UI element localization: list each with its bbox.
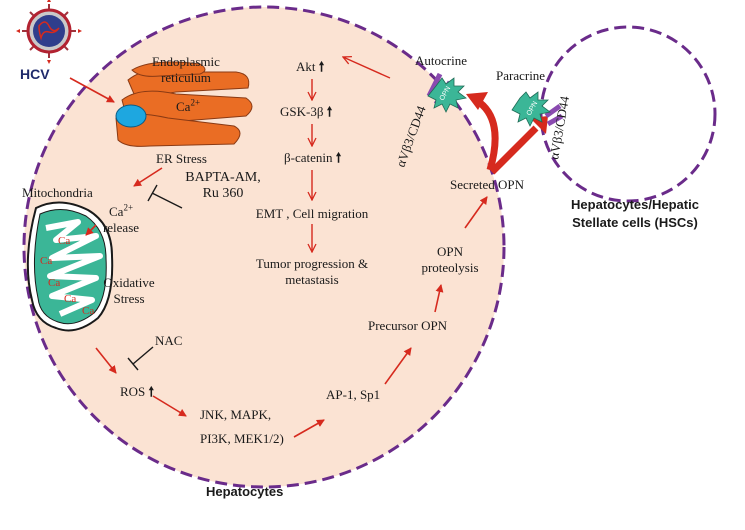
tumor-line2: metastasis	[285, 272, 339, 287]
hcv-label: HCV	[20, 66, 50, 82]
ca-release-charge: 2+	[123, 202, 134, 213]
arrow-ca-to-mito	[85, 224, 97, 236]
mito-ca-mark: Ca	[82, 305, 94, 317]
arrow-mito-to-ros	[95, 347, 117, 374]
gsk-up-icon: 🠕	[326, 105, 333, 120]
autocrine-label: Autocrine	[415, 53, 467, 68]
ap1-label: AP-1, Sp1	[326, 387, 381, 402]
proteolysis-line1: OPN	[436, 244, 463, 259]
catenin-text: β-catenin	[284, 150, 333, 165]
er-vesicle	[115, 104, 147, 128]
arrow-er-stress-to-ca	[133, 167, 163, 187]
autocrine-receptor-icon	[426, 72, 467, 113]
nac-label: NAC	[155, 333, 183, 348]
secreted-opn-label: Secreted OPN	[450, 177, 525, 192]
hepatocytes-label: Hepatocytes	[206, 484, 284, 499]
hcv-virus-icon	[16, 0, 82, 64]
paracrine-receptor-icon	[511, 91, 564, 127]
er-ca-charge: 2+	[190, 97, 201, 108]
er-stress-label: ER Stress	[156, 151, 207, 166]
hsc-line2: Stellate cells (HSCs)	[572, 215, 698, 230]
akt-label: Akt 🠕	[296, 59, 324, 76]
kinases-line2: PI3K, MEK1/2)	[200, 431, 284, 446]
mito-ca-mark: Ca	[58, 235, 70, 247]
opn-proteolysis-label: OPN proteolysis	[415, 244, 485, 276]
er-label-line2: reticulum	[161, 70, 211, 85]
kinases-line1: JNK, MAPK,	[200, 407, 272, 422]
oxidative-stress-label: Oxidative Stress	[94, 275, 164, 307]
er-ca-ion: Ca	[176, 99, 191, 114]
autocrine-arrow	[466, 92, 499, 171]
mito-ca-mark: Ca	[64, 293, 76, 305]
precursor-opn-label: Precursor OPN	[368, 318, 448, 333]
er-label-line1: Endoplasmic	[152, 54, 220, 69]
paracrine-arrow	[489, 116, 548, 175]
inhibitor-bapta-bar	[147, 184, 183, 209]
ca-release-ion: Ca	[108, 204, 124, 219]
arrow-precursor-to-proteolysis	[434, 284, 444, 313]
arrow-proteolysis-to-secreted	[464, 196, 488, 229]
proteolysis-line2: proteolysis	[421, 260, 479, 275]
ros-text: ROS	[120, 384, 146, 399]
arrow-receptor-to-akt	[343, 57, 391, 79]
mito-ca-mark: Ca	[48, 277, 60, 289]
inhibitor-nac-bar	[127, 346, 154, 371]
akt-text: Akt	[296, 59, 316, 74]
emt-label: EMT , Cell migration	[255, 206, 369, 221]
paracrine-label: Paracrine	[496, 68, 546, 83]
tumor-line1: Tumor progression &	[255, 256, 369, 271]
gsk-text: GSK-3β	[280, 104, 324, 119]
catenin-label: β-catenin 🠕	[284, 150, 341, 167]
ca-release-line2: release	[102, 220, 140, 235]
arrow-ap1-to-precursor	[384, 347, 412, 385]
inhibitor-bapta-label: BAPTA-AM, Ru 360	[178, 170, 268, 202]
hsc-label: Hepatocytes/Hepatic Stellate cells (HSCs…	[560, 196, 710, 232]
arrow-ros-to-kinases	[152, 395, 187, 417]
catenin-up-icon: 🠕	[335, 151, 342, 166]
mito-ca-mark: Ca	[40, 255, 52, 267]
endoplasmic-reticulum-icon	[115, 61, 253, 147]
ros-label: ROS 🠕	[120, 384, 154, 401]
tumor-progression-label: Tumor progression & metastasis	[232, 256, 392, 288]
gsk-label: GSK-3β 🠕	[280, 104, 332, 121]
bapta-line2: Ru 360	[202, 186, 244, 201]
bapta-line1: BAPTA-AM,	[185, 170, 261, 185]
kinases-label: JNK, MAPK, PI3K, MEK1/2)	[200, 403, 284, 451]
hsc-line1: Hepatocytes/Hepatic	[571, 197, 699, 212]
ros-up-icon: 🠕	[148, 385, 155, 400]
mitochondria-label: Mitochondria	[22, 185, 93, 200]
oxidative-line1: Oxidative	[103, 275, 155, 290]
hcv-entry-arrow	[69, 77, 115, 103]
er-ca-label: Ca2+	[176, 97, 201, 115]
er-label: Endoplasmic reticulum	[146, 54, 226, 86]
akt-up-icon: 🠕	[318, 60, 325, 75]
oxidative-line2: Stress	[113, 291, 145, 306]
ca-release-label: Ca2+ release	[96, 202, 146, 236]
arrow-kinases-to-ap1	[293, 419, 325, 438]
